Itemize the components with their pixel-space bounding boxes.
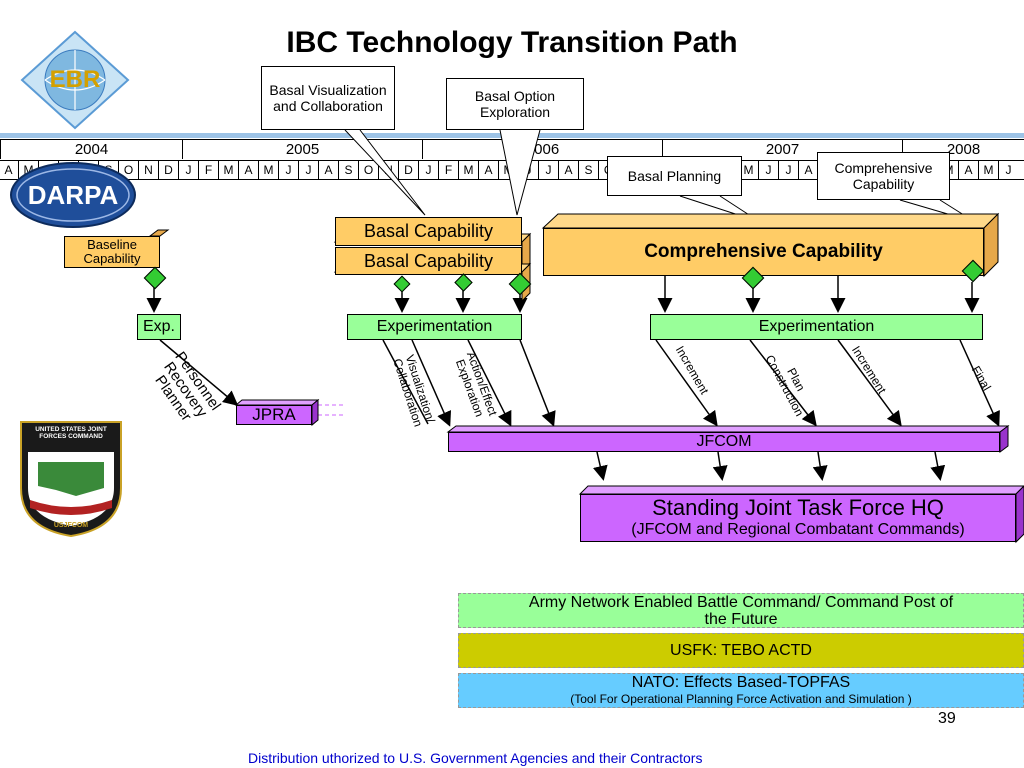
usfk-band-text: USFK: TEBO ACTD [670, 642, 812, 659]
month-cell: S [578, 161, 598, 180]
ebr-logo-text: EBR [49, 66, 101, 93]
month-cell: D [158, 161, 178, 180]
year-2005: 2005 [182, 140, 422, 159]
basal-capability-box-1: Basal Capability [335, 217, 522, 246]
nato-band-title: NATO: Effects Based-TOPFAS [631, 674, 851, 691]
month-cell: O [118, 161, 138, 180]
month-cell: N [138, 161, 158, 180]
callout-basal-option: Basal Option Exploration [446, 78, 584, 130]
experimentation-box-2: Experimentation [650, 314, 983, 340]
sjtf-subtitle: (JFCOM and Regional Combatant Commands) [631, 521, 965, 538]
comprehensive-capability-box: Comprehensive Capability [543, 228, 984, 276]
month-cell: J [298, 161, 318, 180]
month-cell: A [798, 161, 818, 180]
year-2007: 2007 [662, 140, 902, 159]
month-cell: A [0, 161, 18, 180]
ebr-logo: EBR [20, 30, 130, 130]
nato-band: NATO: Effects Based-TOPFAS (Tool For Ope… [458, 673, 1024, 708]
year-2004: 2004 [0, 140, 182, 159]
nato-band-subtitle: (Tool For Operational Planning Force Act… [570, 692, 912, 706]
footer-distribution: Distribution uthorized to U.S. Governmen… [248, 750, 703, 766]
month-cell: A [558, 161, 578, 180]
month-cell: M [18, 161, 38, 180]
basal-capability-box-2: Basal Capability [335, 247, 522, 275]
jfcom-seal-bottom-text: USJFCOM [53, 522, 89, 529]
month-cell: J [538, 161, 558, 180]
callout-basal-visualization: Basal Visualization and Collaboration [261, 66, 395, 130]
month-cell: O [358, 161, 378, 180]
month-cell: M [218, 161, 238, 180]
month-cell: J [178, 161, 198, 180]
jfcom-seal-text: UNITED STATES JOINT FORCES COMMAND [35, 426, 107, 440]
callout-comprehensive: Comprehensive Capability [817, 152, 950, 200]
month-cell: M [978, 161, 998, 180]
month-cell: S [338, 161, 358, 180]
army-band: Army Network Enabled Battle Command/ Com… [458, 593, 1024, 628]
month-cell: J [278, 161, 298, 180]
page-number: 39 [938, 710, 956, 727]
month-cell: A [478, 161, 498, 180]
exp-box: Exp. [137, 314, 181, 340]
army-band-text: Army Network Enabled Battle Command/ Com… [528, 594, 954, 628]
month-cell: D [398, 161, 418, 180]
month-cell: F [438, 161, 458, 180]
jfcom-seal: UNITED STATES JOINT FORCES COMMAND USJFC… [16, 418, 126, 538]
month-cell: J [778, 161, 798, 180]
sjtf-title: Standing Joint Task Force HQ [652, 495, 944, 520]
month-cell: A [318, 161, 338, 180]
month-cell: A [958, 161, 978, 180]
page-title: IBC Technology Transition Path [286, 26, 738, 59]
usfk-band: USFK: TEBO ACTD [458, 633, 1024, 668]
sjtf-box: Standing Joint Task Force HQ (JFCOM and … [580, 494, 1016, 542]
month-cell: J [998, 161, 1018, 180]
darpa-logo-text: DARPA [27, 180, 119, 210]
month-cell: M [458, 161, 478, 180]
darpa-logo: DARPA [8, 160, 138, 230]
jfcom-bar: JFCOM [448, 432, 1000, 452]
month-cell: F [198, 161, 218, 180]
month-cell: J [418, 161, 438, 180]
jpra-box: JPRA [236, 405, 312, 425]
baseline-capability-box: Baseline Capability [64, 236, 160, 268]
month-cell: A [238, 161, 258, 180]
month-cell: J [758, 161, 778, 180]
callout-basal-planning: Basal Planning [607, 156, 742, 196]
month-cell: M [258, 161, 278, 180]
year-2008: 2008 [902, 140, 1024, 159]
experimentation-box-1: Experimentation [347, 314, 522, 340]
